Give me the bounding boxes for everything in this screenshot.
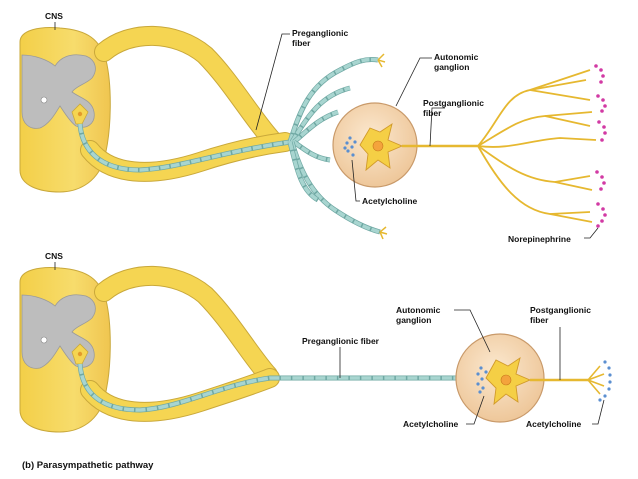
top-ganglion-label-line1: Autonomic <box>434 52 479 62</box>
bottom-cns-label: CNS <box>45 251 63 261</box>
top-leader-lines <box>54 22 599 239</box>
bottom-preganglionic-label: Preganglionic fiber <box>302 336 380 346</box>
bottom-ganglion-label-line2: ganglion <box>396 315 431 325</box>
bottom-target-acetylcholine-dots <box>598 360 612 402</box>
bottom-ganglion-acetylcholine-dots <box>476 366 488 394</box>
bottom-caption: (b) Parasympathetic pathway <box>22 460 154 471</box>
top-norepinephrine-dots <box>594 64 607 228</box>
top-sympathetic-chain <box>287 53 388 240</box>
top-panel: CNS Preganglionic fiber Autonomic gangli… <box>19 11 607 244</box>
bottom-panel: CNS Preganglionic fiber Autonomic gangli… <box>19 251 612 471</box>
bottom-leader-lines <box>54 262 605 425</box>
bottom-postganglionic-label-line1: Postganglionic <box>530 305 591 315</box>
top-autonomic-ganglion <box>332 102 418 188</box>
bottom-acetylcholine-right-label: Acetylcholine <box>526 419 582 429</box>
top-preganglionic-label-line2: fiber <box>292 38 311 48</box>
bottom-postganglionic-terminals <box>587 365 605 395</box>
bottom-ganglion-label-line1: Autonomic <box>396 305 441 315</box>
top-ganglion-label-line2: ganglion <box>434 62 469 72</box>
top-norepinephrine-label: Norepinephrine <box>508 234 571 244</box>
bottom-acetylcholine-left-label: Acetylcholine <box>403 419 459 429</box>
top-cns-label: CNS <box>45 11 63 21</box>
top-postganglionic-label-line1: Postganglionic <box>423 98 484 108</box>
top-postganglionic-label-line2: fiber <box>423 108 442 118</box>
bottom-postganglionic-label-line2: fiber <box>530 315 549 325</box>
bottom-autonomic-ganglion <box>455 333 545 423</box>
top-preganglionic-label-line1: Preganglionic <box>292 28 348 38</box>
top-acetylcholine-dots <box>343 136 357 157</box>
top-acetylcholine-label: Acetylcholine <box>362 196 418 206</box>
top-postganglionic-branches <box>477 69 597 223</box>
